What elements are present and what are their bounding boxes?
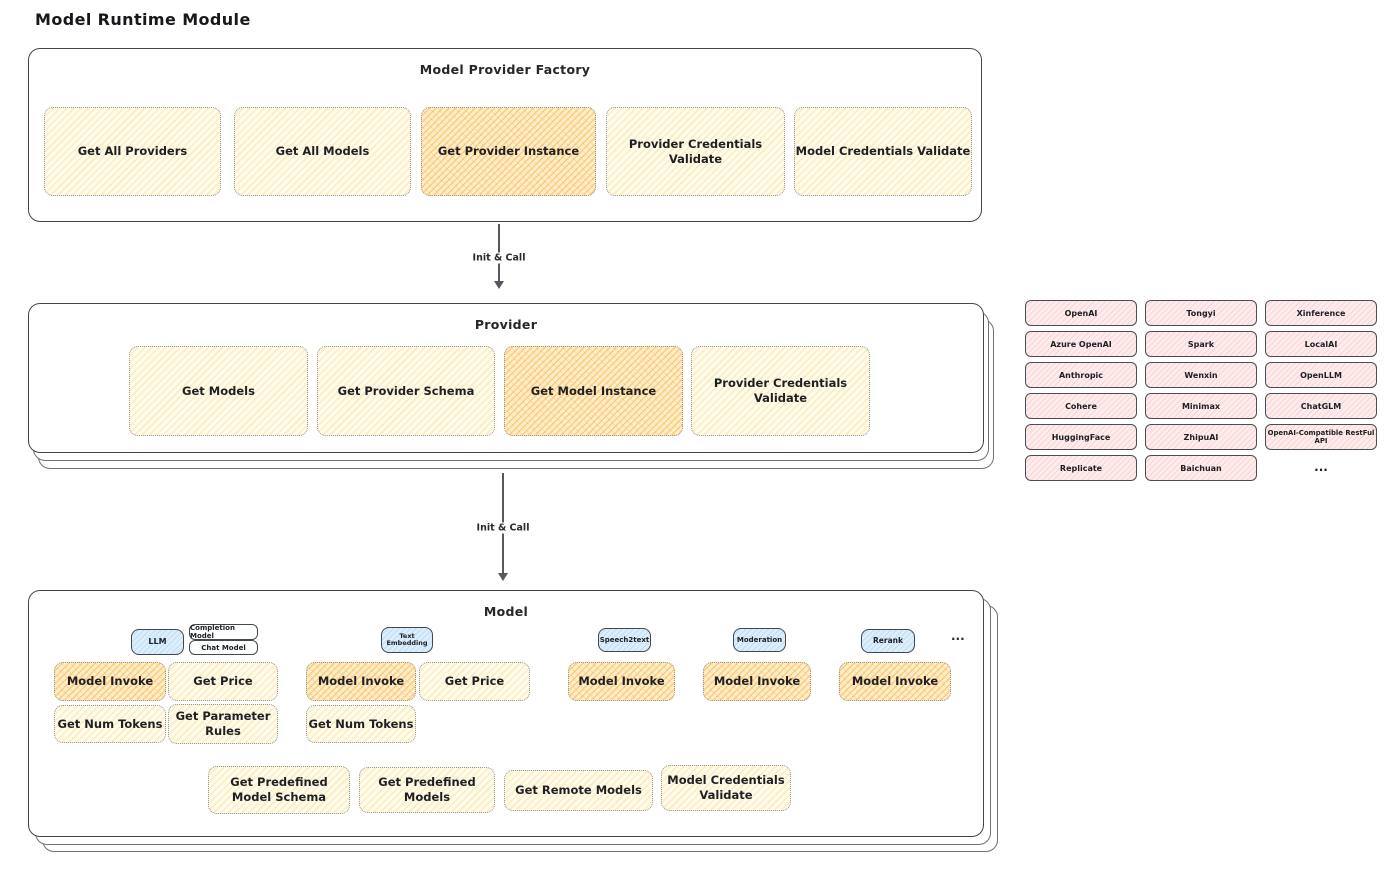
node-get-predefined-models: Get Predefined Models [359, 767, 495, 813]
node-provider-credentials-validate: Provider Credentials Validate [606, 107, 785, 196]
node-llm-get-num-tokens: Get Num Tokens [54, 705, 166, 743]
arrow-label-init-call-1: Init & Call [469, 252, 529, 264]
tab-llm: LLM [131, 629, 184, 655]
provider-grid-ellipsis: ... [1314, 460, 1328, 474]
provider-chip: ZhipuAI [1145, 424, 1257, 450]
node-get-predefined-model-schema: Get Predefined Model Schema [208, 766, 350, 814]
provider-chip: Minimax [1145, 393, 1257, 419]
tab-text-embedding: Text Embedding [381, 627, 433, 653]
node-model-credentials-validate-2: Model Credentials Validate [661, 765, 791, 811]
node-get-all-models: Get All Models [234, 107, 411, 196]
provider-chip: LocalAI [1265, 331, 1377, 357]
arrow-provider-to-model-head [498, 573, 508, 581]
node-get-provider-instance: Get Provider Instance [421, 107, 596, 196]
arrow-label-init-call-2: Init & Call [473, 522, 533, 534]
node-llm-get-parameter-rules: Get Parameter Rules [168, 704, 278, 744]
tab-chat-model: Chat Model [189, 640, 258, 655]
node-get-models: Get Models [129, 346, 308, 436]
provider-chip: Wenxin [1145, 362, 1257, 388]
model-title: Model [483, 604, 529, 619]
tabs-ellipsis: ... [951, 629, 965, 643]
node-llm-get-price: Get Price [168, 662, 278, 701]
factory-container: Model Provider Factory Get All Providers… [28, 48, 982, 222]
node-embedding-get-num-tokens: Get Num Tokens [306, 705, 416, 743]
provider-chip: OpenAI-Compatible RestFul API [1265, 424, 1377, 450]
provider-chip: Cohere [1025, 393, 1137, 419]
node-moderation-model-invoke: Model Invoke [703, 662, 811, 701]
provider-chip: ChatGLM [1265, 393, 1377, 419]
node-get-model-instance: Get Model Instance [504, 346, 683, 436]
node-embedding-get-price: Get Price [419, 662, 530, 701]
provider-chip: Tongyi [1145, 300, 1257, 326]
factory-title: Model Provider Factory [419, 62, 591, 77]
node-rerank-model-invoke: Model Invoke [839, 662, 951, 701]
node-get-all-providers: Get All Providers [44, 107, 221, 196]
tab-moderation: Moderation [733, 628, 786, 652]
arrow-factory-to-provider-head [494, 281, 504, 289]
tab-rerank: Rerank [861, 629, 915, 653]
diagram-title: Model Runtime Module [35, 10, 251, 29]
node-model-credentials-validate: Model Credentials Validate [794, 107, 972, 196]
provider-container: Provider Get Models Get Provider Schema … [28, 303, 984, 453]
provider-chip: Azure OpenAI [1025, 331, 1137, 357]
provider-chip: Anthropic [1025, 362, 1137, 388]
tab-speech2text: Speech2text [598, 628, 651, 652]
node-speech2text-model-invoke: Model Invoke [568, 662, 675, 701]
provider-chip: Xinference [1265, 300, 1377, 326]
model-container: Model LLM Completion Model Chat Model Te… [28, 590, 984, 837]
node-embedding-model-invoke: Model Invoke [306, 662, 416, 701]
provider-chip: Spark [1145, 331, 1257, 357]
tab-completion-model: Completion Model [189, 624, 258, 640]
node-get-remote-models: Get Remote Models [504, 770, 653, 811]
provider-chip: OpenAI [1025, 300, 1137, 326]
node-get-provider-schema: Get Provider Schema [317, 346, 495, 436]
node-llm-model-invoke: Model Invoke [54, 662, 166, 701]
provider-chip: Baichuan [1145, 455, 1257, 481]
provider-chip: OpenLLM [1265, 362, 1377, 388]
provider-title: Provider [474, 317, 538, 332]
node-provider-credentials-validate-2: Provider Credentials Validate [691, 346, 870, 436]
provider-chip: Replicate [1025, 455, 1137, 481]
provider-chip: HuggingFace [1025, 424, 1137, 450]
